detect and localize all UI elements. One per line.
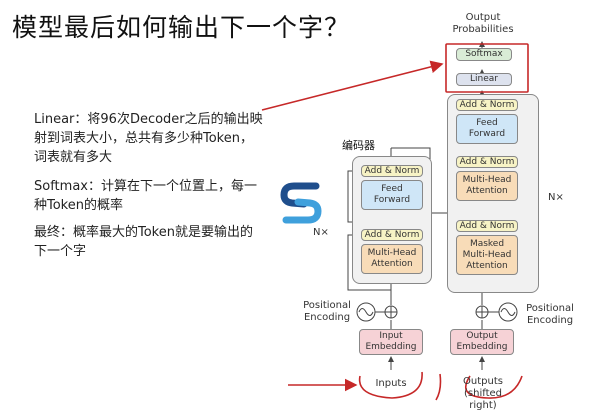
decoder-masked-attention: Masked Multi-Head Attention <box>456 235 518 275</box>
encoder-add-norm-top: Add & Norm <box>361 165 423 177</box>
decoder-feed-forward: Feed Forward <box>456 114 518 144</box>
linear-note: Linear：将96次Decoder之后的输出映射到词表大小，总共有多少种Tok… <box>34 112 263 165</box>
encoder-add-norm-bottom: Add & Norm <box>361 229 423 241</box>
slide-title: 模型最后如何输出下一个字？ <box>12 13 351 42</box>
logo-icon <box>280 180 322 226</box>
decoder-repeat-label: N× <box>548 192 564 203</box>
positional-encoding-left-label: Positional Encoding <box>303 300 351 323</box>
linear-box: Linear <box>456 73 512 86</box>
positional-encoding-right-label: Positional Encoding <box>526 303 574 326</box>
final-note: 最终：概率最大的Token就是要输出的下一个字 <box>34 225 253 259</box>
encoder-repeat-label: N× <box>313 227 329 238</box>
encoder-label: 编码器 <box>342 139 375 152</box>
softmax-note: Softmax：计算在下一个位置上，每一种Token的概率 <box>34 179 257 213</box>
inputs-label: Inputs <box>375 378 407 389</box>
decoder-add-norm-mid: Add & Norm <box>456 156 518 168</box>
encoder-multi-head-attention: Multi-Head Attention <box>361 244 423 274</box>
softmax-box: Softmax <box>456 48 512 61</box>
decoder-add-norm-bottom: Add & Norm <box>456 220 518 232</box>
decoder-add-norm-top: Add & Norm <box>456 99 518 111</box>
output-probabilities-label: Output Probabilities <box>452 12 514 35</box>
input-embedding-box: Input Embedding <box>359 329 423 355</box>
output-embedding-box: Output Embedding <box>450 329 514 355</box>
outputs-label: Outputs (shifted right) <box>463 376 503 411</box>
encoder-feed-forward: Feed Forward <box>361 180 423 210</box>
decoder-multi-head-attention: Multi-Head Attention <box>456 171 518 201</box>
